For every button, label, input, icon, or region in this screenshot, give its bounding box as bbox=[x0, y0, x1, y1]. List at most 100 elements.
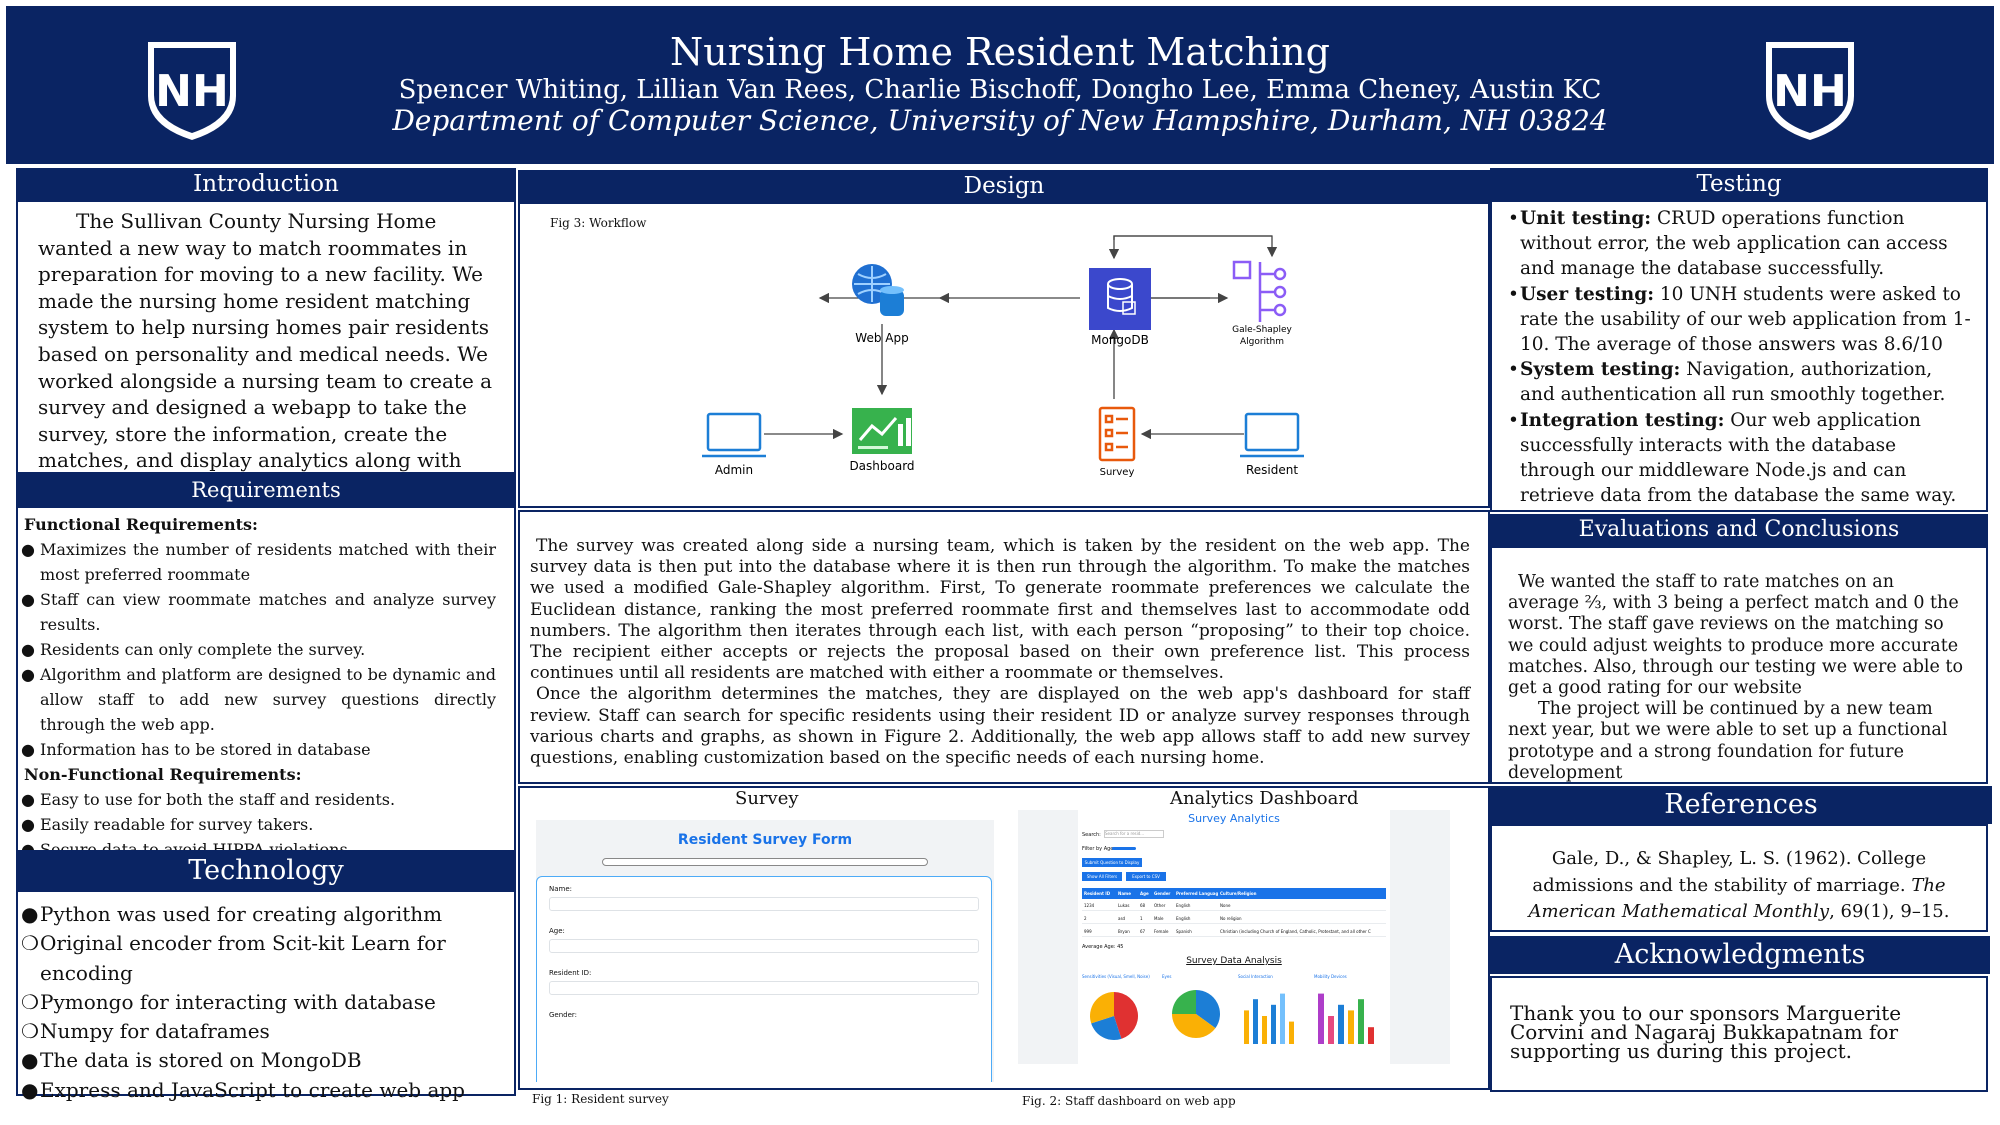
fig1-label: Fig 1: Resident survey bbox=[532, 1092, 669, 1106]
dashboard-age-filter-label: Filter by Age: bbox=[1082, 846, 1116, 852]
dashboard-age-slider[interactable] bbox=[1112, 847, 1136, 850]
design-paragraph-1: The survey was created along side a nurs… bbox=[530, 536, 1470, 684]
arrow-algo-loop bbox=[1113, 235, 1278, 258]
technology-list: ●Python was used for creating algorithm❍… bbox=[21, 900, 504, 1105]
survey-figure-heading: Survey bbox=[735, 788, 799, 809]
table-cell: Spanish bbox=[1174, 926, 1218, 937]
fig3-label: Fig 3: Workflow bbox=[550, 216, 647, 230]
survey-field-label: Name: bbox=[549, 885, 573, 893]
unh-logo-right: NH bbox=[1762, 38, 1858, 168]
bar bbox=[1348, 1010, 1354, 1044]
nonfunctional-list: ●Easy to use for both the staff and resi… bbox=[21, 787, 496, 852]
table-cell: Other bbox=[1152, 900, 1174, 911]
algorithm-icon bbox=[1232, 260, 1287, 322]
table-cell: asd bbox=[1116, 913, 1138, 924]
survey-analysis-title: Survey Data Analysis bbox=[1186, 956, 1282, 966]
dashboard-search-label: Search: bbox=[1082, 832, 1101, 838]
table-cell: Bryan bbox=[1116, 926, 1138, 937]
workflow-figure-box: Fig 3: Workflow Web App bbox=[518, 202, 1490, 508]
dashboard-icon bbox=[852, 408, 912, 454]
dashboard-title: Survey Analytics bbox=[1188, 812, 1280, 825]
show-filters-button[interactable]: Show All Filters bbox=[1082, 872, 1122, 881]
testing-item-text: Navigation, authorization, and authentic… bbox=[1520, 359, 1946, 406]
technology-item-text: Numpy for dataframes bbox=[40, 1019, 270, 1044]
reference-journal: The American Mathematical Monthly bbox=[1528, 874, 1946, 923]
technology-heading: Technology bbox=[16, 852, 516, 890]
introduction-heading: Introduction bbox=[16, 168, 516, 200]
bar bbox=[1271, 1004, 1276, 1044]
evaluations-heading: Evaluations and Conclusions bbox=[1490, 514, 1988, 546]
table-header-cell: Culture/Religion bbox=[1218, 888, 1386, 899]
testing-item-label: System testing: bbox=[1520, 359, 1681, 381]
bullet-icon: • bbox=[1508, 359, 1519, 381]
bullet-icon: ❍ bbox=[21, 1019, 39, 1044]
table-cell: English bbox=[1174, 913, 1218, 924]
acknowledgments-heading: Acknowledgments bbox=[1490, 936, 1990, 974]
references-heading: References bbox=[1490, 786, 1992, 824]
table-header-cell: Name bbox=[1116, 888, 1138, 899]
poster-department: Department of Computer Science, Universi… bbox=[392, 104, 1608, 137]
evaluations-paragraph-2: The project will be continued by a new t… bbox=[1508, 699, 1948, 783]
svg-text:Gale-Shapley: Gale-Shapley bbox=[1232, 325, 1292, 335]
monitor-icon bbox=[1240, 412, 1304, 458]
table-cell: Christian (including Church of England, … bbox=[1218, 926, 1386, 937]
reference-text: Gale, D., & Shapley, L. S. (1962). Colle… bbox=[1532, 848, 1927, 896]
survey-field-input[interactable] bbox=[549, 897, 979, 911]
bullet-icon: • bbox=[1508, 283, 1519, 305]
dashboard-search-input[interactable]: Search for a resid... bbox=[1104, 830, 1164, 838]
testing-box: •Unit testing: CRUD operations function … bbox=[1490, 200, 1988, 512]
bar bbox=[1262, 1016, 1267, 1044]
bullet-icon: ● bbox=[21, 790, 35, 809]
svg-text:MongoDB: MongoDB bbox=[1091, 333, 1149, 347]
list-item: ● Maximizes the number of residents match… bbox=[21, 537, 496, 587]
list-item: ●Secure data to avoid HIPPA violations bbox=[21, 837, 496, 852]
pie-slice bbox=[1172, 1014, 1216, 1038]
testing-item-text: CRUD operations function without error, … bbox=[1520, 208, 1948, 280]
bar bbox=[1253, 999, 1258, 1044]
acknowledgments-box: Thank you to our sponsors Marguerite Cor… bbox=[1490, 976, 1988, 1092]
submit-question-button[interactable]: Submit Question to Display bbox=[1082, 858, 1142, 867]
testing-list: •Unit testing: CRUD operations function … bbox=[1504, 206, 1972, 508]
workflow-diagram: Web App MongoDB Gale-Shapley Algorithm A… bbox=[702, 235, 1304, 478]
svg-text:NH: NH bbox=[1773, 66, 1847, 117]
list-item-text: Staff can view roommate matches and anal… bbox=[40, 590, 496, 634]
table-cell: 2 bbox=[1082, 913, 1116, 924]
survey-field-label: Gender: bbox=[549, 1011, 578, 1019]
survey-field-input[interactable] bbox=[549, 981, 979, 995]
table-cell: Female bbox=[1152, 926, 1174, 937]
testing-item-label: Unit testing: bbox=[1520, 208, 1652, 229]
table-cell: No religion bbox=[1218, 913, 1386, 924]
nonfunctional-title: Non-Functional Requirements: bbox=[24, 765, 302, 784]
survey-field-input[interactable] bbox=[549, 939, 979, 953]
poster-title: Nursing Home Resident Matching bbox=[670, 30, 1330, 74]
table-cell: 1 bbox=[1138, 913, 1152, 924]
svg-text:NH: NH bbox=[155, 66, 229, 117]
list-item-text: Secure data to avoid HIPPA violations bbox=[40, 840, 348, 852]
mongodb-icon bbox=[1089, 268, 1151, 330]
svg-text:Dashboard: Dashboard bbox=[849, 459, 914, 473]
technology-item-text: The data is stored on MongoDB bbox=[40, 1048, 362, 1073]
survey-form-card: Name:Age:Resident ID:Gender: bbox=[536, 876, 992, 1082]
list-item: ●Easy to use for both the staff and resi… bbox=[21, 787, 496, 812]
testing-heading: Testing bbox=[1490, 168, 1988, 200]
table-cell: 999 bbox=[1082, 926, 1116, 937]
bullet-icon: • bbox=[1508, 208, 1519, 229]
testing-item-label: User testing: bbox=[1520, 283, 1655, 305]
design-text-box: The survey was created along side a nurs… bbox=[518, 510, 1490, 784]
bullet-icon: • bbox=[1508, 409, 1519, 431]
svg-text:Resident: Resident bbox=[1246, 463, 1298, 477]
list-item-text: Maximizes the number of residents matche… bbox=[40, 540, 496, 584]
table-cell: English bbox=[1174, 900, 1218, 911]
list-item-text: Residents can only complete the survey. bbox=[40, 640, 366, 659]
shield-icon: NH bbox=[1766, 42, 1854, 140]
evaluations-paragraph-1: We wanted the staff to rate matches on a… bbox=[1508, 572, 1963, 699]
pie-slice bbox=[1090, 992, 1114, 1024]
table-cell: 67 bbox=[1138, 926, 1152, 937]
technology-box: ●Python was used for creating algorithm❍… bbox=[16, 890, 516, 1102]
table-cell: Male bbox=[1152, 913, 1174, 924]
bullet-icon: ● bbox=[21, 540, 35, 559]
table-header-cell: Resident ID bbox=[1082, 888, 1116, 899]
table-cell: 68 bbox=[1138, 900, 1152, 911]
export-csv-button[interactable]: Export to CSV bbox=[1126, 872, 1166, 881]
bullet-icon: ● bbox=[21, 1048, 39, 1073]
